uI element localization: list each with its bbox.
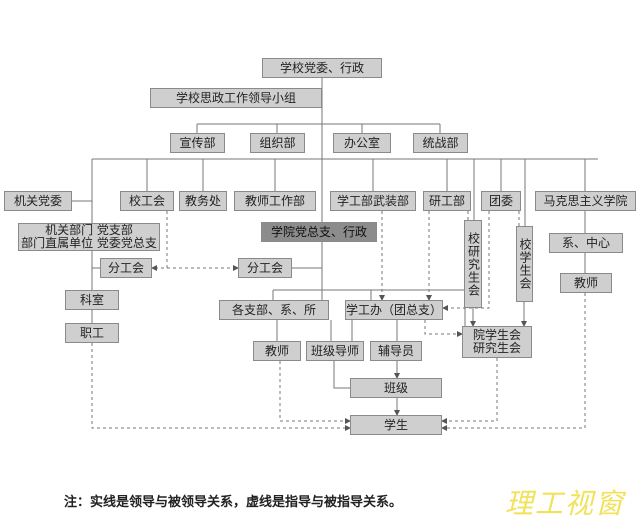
node-union: 校工会	[120, 191, 174, 211]
node-branch-union-right: 分工会	[238, 258, 292, 278]
node-teacher: 教师	[253, 341, 301, 361]
node-organ-party: 机关党委	[4, 191, 72, 211]
node-college-party: 学院党总支、行政	[261, 222, 377, 242]
node-counselor: 辅导员	[370, 341, 422, 361]
node-organ-departments: 机关部门 党支部 部门直属单位 党委党总支	[18, 223, 160, 251]
node-organization: 组织部	[250, 133, 305, 153]
node-office: 办公室	[333, 133, 391, 153]
organ-dept-line2: 部门直属单位 党委党总支	[21, 236, 157, 250]
node-class: 班级	[350, 378, 442, 398]
node-teacher-work: 教师工作部	[234, 191, 316, 211]
node-branches: 各支部、系、所	[219, 300, 329, 320]
organ-dept-line1: 机关部门 党支部	[45, 223, 133, 237]
node-dept-center: 系、中心	[549, 233, 623, 253]
node-student-office: 学工办（团总支）	[345, 300, 443, 320]
node-student-affairs: 学工部武装部	[330, 191, 416, 211]
node-youth-league: 团委	[481, 191, 521, 211]
node-leading-group: 学校思政工作领导小组	[150, 88, 322, 108]
node-united-front: 统战部	[413, 133, 468, 153]
college-union-line1: 院学生会	[472, 328, 521, 342]
node-student-union: 校学生会	[516, 226, 533, 302]
node-section-office: 科室	[65, 290, 119, 310]
node-students: 学生	[350, 415, 442, 435]
watermark-logo: 理工视窗	[505, 487, 626, 520]
node-grad-union: 校研究生会	[464, 220, 482, 308]
node-class-mentor: 班级导师	[306, 341, 364, 361]
node-grad-affairs: 研工部	[423, 191, 471, 211]
college-union-line2: 研究生会	[472, 341, 521, 355]
node-academic-affairs: 教务处	[179, 191, 227, 211]
node-branch-union-left: 分工会	[100, 258, 152, 278]
node-root: 学校党委、行政	[262, 58, 382, 78]
node-marxism-school: 马克思主义学院	[535, 191, 636, 211]
node-college-student-union: 院学生会 研究生会	[462, 326, 532, 358]
node-propaganda: 宣传部	[170, 133, 225, 153]
node-marxism-teacher: 教师	[560, 273, 612, 293]
node-staff: 职工	[65, 323, 119, 343]
legend-note: 注：实线是领导与被领导关系，虚线是指导与被指导关系。	[64, 495, 403, 510]
